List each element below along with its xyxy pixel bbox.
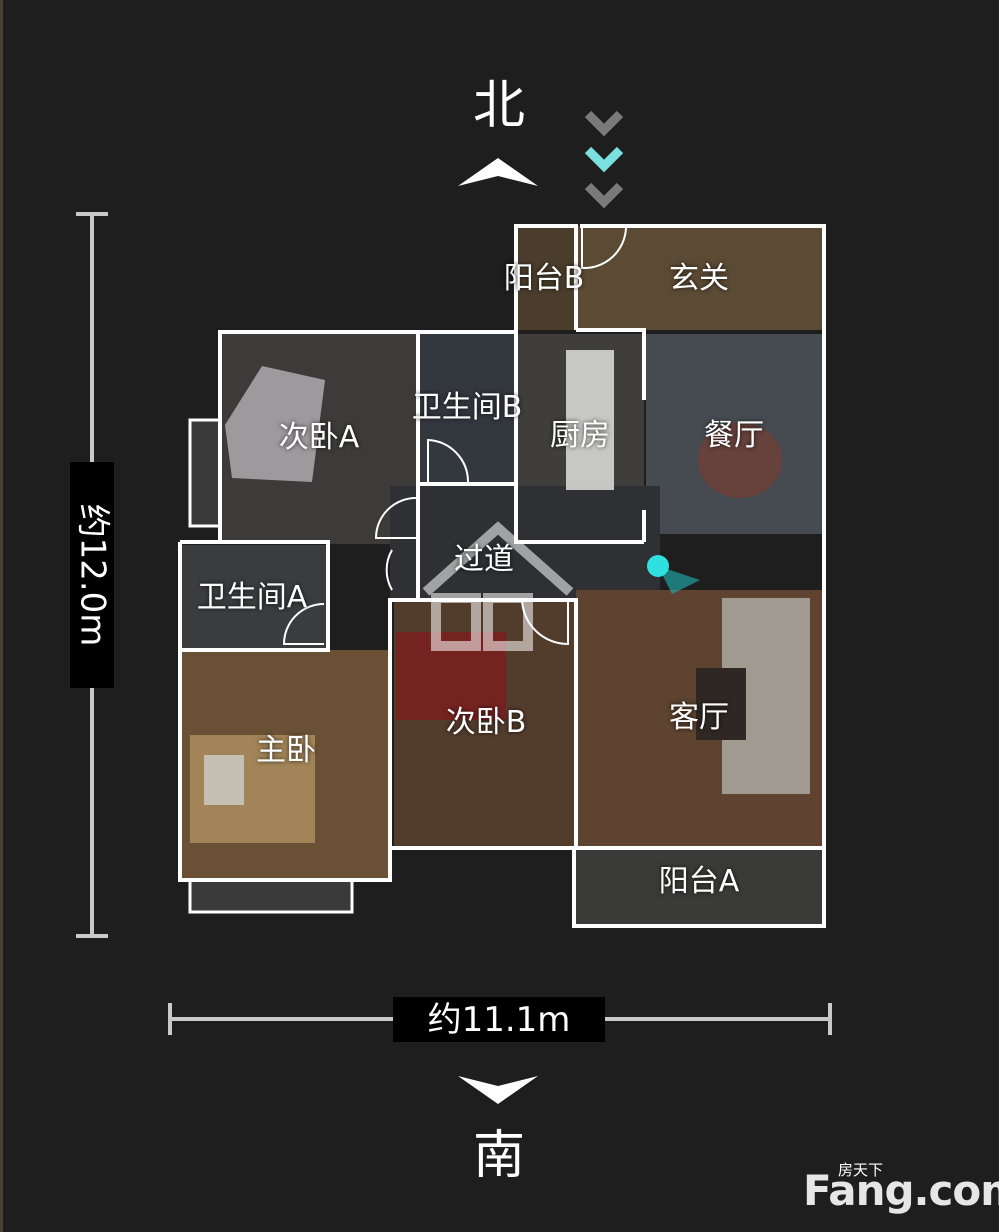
wall-bathroom-a bbox=[180, 540, 330, 652]
depth-dimension: 约12.0m bbox=[70, 462, 114, 688]
fill-balcony-b bbox=[516, 226, 576, 330]
dining-table bbox=[698, 422, 782, 498]
outer-wall-north-east bbox=[572, 224, 826, 928]
camera-position-marker bbox=[647, 555, 700, 594]
north-arrow-icon bbox=[458, 158, 538, 186]
tv-stand bbox=[696, 668, 746, 740]
watermark-brand-cn: 房天下 bbox=[838, 1161, 884, 1179]
door-bath-b bbox=[427, 438, 470, 483]
room-label-bedroom-a: 次卧A bbox=[278, 420, 360, 455]
fill-bathroom-a bbox=[180, 545, 328, 648]
north-label: 北 bbox=[472, 76, 526, 136]
depth-dimension-text: 约12.0m bbox=[72, 503, 113, 647]
window-bedroom-a bbox=[188, 418, 220, 528]
fill-bathroom-b bbox=[419, 334, 514, 484]
kitchen-counter bbox=[566, 350, 614, 490]
room-label-kitchen: 厨房 bbox=[550, 418, 610, 453]
south-arrow-icon bbox=[458, 1076, 538, 1104]
width-dimension-text: 约11.1m bbox=[427, 999, 571, 1040]
room-label-foyer: 玄关 bbox=[669, 261, 729, 296]
door-bath-a bbox=[282, 603, 325, 645]
wall-balcony-b bbox=[514, 224, 578, 330]
door-entry bbox=[581, 226, 627, 270]
south-label: 南 bbox=[472, 1126, 526, 1186]
room-label-bedroom-b: 次卧B bbox=[445, 705, 527, 740]
room-label-balcony-a: 阳台A bbox=[658, 864, 740, 899]
room-label-living-room: 客厅 bbox=[669, 700, 729, 735]
fill-balcony-a bbox=[576, 848, 824, 926]
bed-bedroom-a bbox=[225, 366, 325, 482]
wall-master bbox=[178, 542, 392, 882]
doors bbox=[282, 226, 627, 646]
door-master bbox=[385, 549, 393, 591]
watermark-brand-en: Fang.com bbox=[803, 1166, 999, 1215]
room-label-master-bedroom: 主卧 bbox=[256, 733, 316, 768]
room-label-bathroom-a: 卫生间A bbox=[196, 580, 308, 615]
room-label-balcony-b: 阳台B bbox=[503, 261, 585, 296]
pillow-master bbox=[204, 755, 244, 805]
window-master bbox=[188, 880, 354, 914]
room-label-hallway: 过道 bbox=[454, 542, 514, 577]
fill-master-window bbox=[190, 880, 352, 912]
fill-foyer bbox=[578, 226, 824, 330]
door-bedroom-a bbox=[374, 497, 417, 539]
furniture-hints bbox=[190, 350, 810, 843]
entry-arrow-icon bbox=[584, 110, 624, 209]
width-dimension: 约11.1m bbox=[393, 997, 605, 1042]
left-frame-edge bbox=[0, 0, 3, 1232]
agency-house-logo bbox=[422, 521, 574, 651]
room-label-bathroom-b: 卫生间B bbox=[411, 390, 523, 425]
room-label-dining: 餐厅 bbox=[704, 418, 764, 453]
fill-bedroom-a-window bbox=[190, 420, 222, 526]
